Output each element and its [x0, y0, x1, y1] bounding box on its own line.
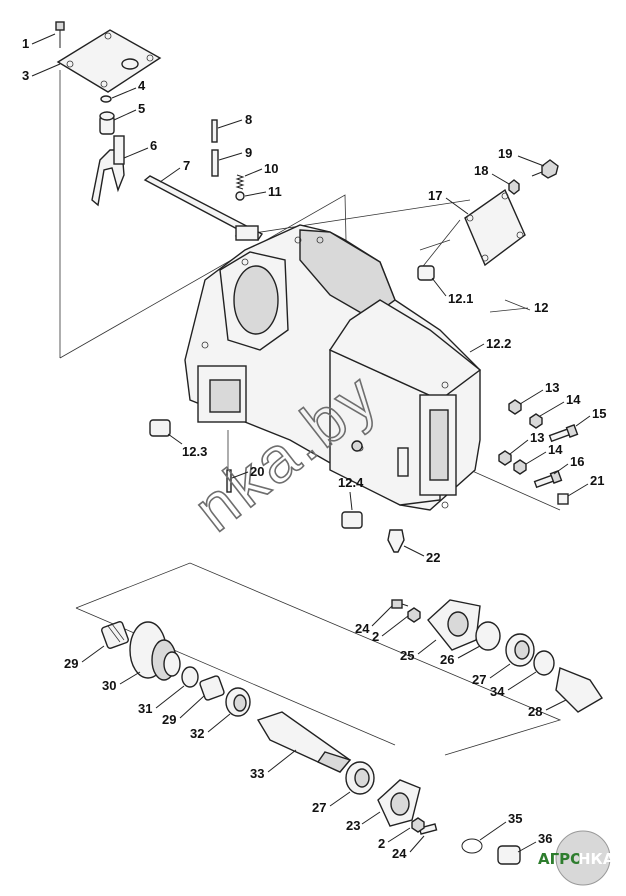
label-2-upper: 2: [372, 629, 379, 644]
label-9: 9: [245, 145, 252, 160]
gear-30: [129, 621, 181, 681]
label-20: 20: [250, 464, 264, 479]
bearing-27-lower: [345, 761, 375, 795]
ring-32: [225, 687, 251, 717]
label-14-lower: 14: [548, 442, 563, 457]
pin-20: [226, 469, 232, 493]
label-33: 33: [250, 766, 264, 781]
svg-text:НКА: НКА: [578, 850, 615, 868]
label-12: 12: [534, 300, 548, 315]
ball-11: [235, 191, 245, 201]
label-24-upper: 24: [355, 621, 370, 636]
bushing-12-3: [149, 419, 171, 437]
label-3: 3: [22, 68, 29, 83]
label-18: 18: [474, 163, 488, 178]
label-8: 8: [245, 112, 252, 127]
label-30: 30: [102, 678, 116, 693]
label-32: 32: [190, 726, 204, 741]
label-12-3: 12.3: [182, 444, 207, 459]
label-29-upper: 29: [64, 656, 78, 671]
nut-18: [508, 179, 520, 195]
bushing-12-1: [417, 265, 435, 281]
gearbox-housing: [184, 224, 482, 511]
label-22: 22: [426, 550, 440, 565]
grease-fitting-22: [387, 529, 405, 553]
label-21: 21: [590, 473, 604, 488]
label-12-2: 12.2: [486, 336, 511, 351]
cover-17: [464, 188, 526, 267]
ring-34: [533, 650, 555, 676]
label-16: 16: [570, 454, 584, 469]
label-10: 10: [264, 161, 278, 176]
shift-fork-6: [91, 135, 125, 207]
pin-9: [211, 149, 219, 177]
sleeve-28: [555, 667, 603, 713]
seal-26: [475, 621, 501, 651]
label-25: 25: [400, 648, 414, 663]
label-36: 36: [538, 831, 552, 846]
label-7: 7: [183, 158, 190, 173]
washer-small: [351, 440, 363, 452]
svg-text:АГРО: АГРО: [538, 850, 583, 868]
nut-2-upper: [407, 607, 421, 623]
label-12-1: 12.1: [448, 291, 473, 306]
label-27-lower: 27: [312, 800, 326, 815]
bolt-24-lower: [411, 817, 438, 835]
cover-plate: [56, 29, 162, 93]
label-35: 35: [508, 811, 522, 826]
label-27-upper: 27: [472, 672, 486, 687]
label-19: 19: [498, 146, 512, 161]
pin-8: [211, 119, 218, 143]
label-29-lower: 29: [162, 712, 176, 727]
label-23: 23: [346, 818, 360, 833]
label-14-upper: 14: [566, 392, 581, 407]
washer-4: [100, 95, 112, 103]
label-34: 34: [490, 684, 505, 699]
bolt-1: [55, 21, 65, 48]
plug-21: [557, 493, 569, 505]
housing-23: [377, 779, 421, 827]
circlip-35: [461, 838, 483, 854]
coupling-36: [497, 845, 521, 865]
agronka-logo: АГРО НКА: [538, 830, 615, 886]
label-4: 4: [138, 78, 146, 93]
needle-bearing-29-lower: [199, 675, 225, 701]
label-26: 26: [440, 652, 454, 667]
spring-10: [235, 174, 245, 190]
label-28: 28: [528, 704, 542, 719]
bushing-12-4: [341, 511, 363, 529]
label-13-lower: 13: [530, 430, 544, 445]
label-1: 1: [22, 36, 29, 51]
bolt-24-upper: [391, 599, 409, 609]
bolt-19: [531, 159, 559, 179]
needle-bearing-29-upper: [101, 621, 129, 649]
label-31: 31: [138, 701, 152, 716]
flange-25: [427, 599, 481, 651]
bearing-27-upper: [505, 633, 535, 667]
label-15: 15: [592, 406, 606, 421]
shaft-33: [256, 711, 352, 773]
label-17: 17: [428, 188, 442, 203]
label-6: 6: [150, 138, 157, 153]
label-5: 5: [138, 101, 145, 116]
shift-rod-7: [143, 175, 264, 241]
spacer-31: [181, 666, 199, 688]
part-labels: 1 3 4 5 6 7 8 9 10 11 19 18 17 12.1 12 1…: [22, 33, 606, 861]
plunger-5: [99, 111, 115, 135]
label-12-4: 12.4: [338, 475, 364, 490]
label-2-lower: 2: [378, 836, 385, 851]
fasteners-13-16: [498, 399, 579, 489]
label-11: 11: [268, 184, 282, 199]
label-24-lower: 24: [392, 846, 407, 861]
label-13-upper: 13: [545, 380, 559, 395]
